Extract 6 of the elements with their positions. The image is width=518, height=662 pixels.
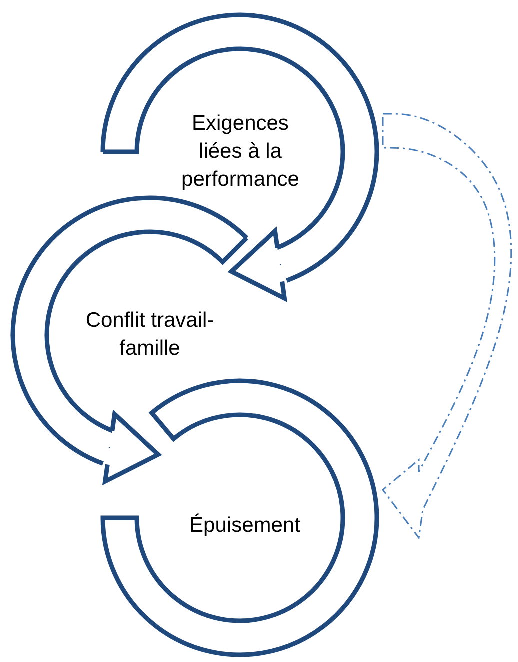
curved-block-arrow <box>382 113 512 539</box>
arrowhead <box>103 412 161 484</box>
node-label: Conflit travail-famille <box>84 308 216 362</box>
arrowhead <box>229 229 287 301</box>
node-label: Épuisement <box>188 512 302 539</box>
node-label: Exigences liées à la performance <box>180 111 300 193</box>
